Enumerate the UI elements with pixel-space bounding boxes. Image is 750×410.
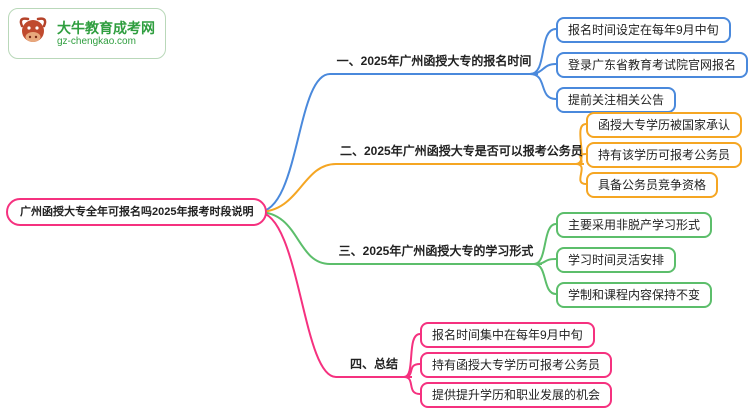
- branch2-child-node-3: 具备公务员竞争资格: [586, 172, 719, 198]
- branch4-label: 四、总结: [336, 355, 412, 378]
- branch1-child-node-3: 提前关注相关公告: [556, 87, 677, 113]
- branch4-child-node-1: 报名时间集中在每年9月中旬: [420, 322, 595, 348]
- branch3-child-node-3: 学制和课程内容保持不变: [556, 282, 713, 308]
- branch1-label: 一、2025年广州函授大专的报名时间: [330, 52, 538, 75]
- branch3-label: 三、2025年广州函授大专的学习形式: [330, 242, 542, 265]
- branch4-child-node-2: 持有函授大专学历可报考公务员: [420, 352, 613, 378]
- mindmap-root-node: 广州函授大专全年可报名吗2025年报考时段说明: [6, 198, 268, 226]
- connector-branch3-child3: [533, 263, 557, 295]
- branch2-label: 二、2025年广州函授大专是否可以报考公务员: [336, 142, 584, 165]
- site-domain: gz-chengkao.com: [57, 35, 136, 47]
- branch2-child-node-1: 函授大专学历被国家承认: [586, 112, 743, 138]
- connector-branch4-child3: [403, 376, 421, 395]
- connector-branch1-child3: [529, 73, 557, 100]
- site-name: 大牛教育成考网: [57, 19, 155, 36]
- connector-root-branch4: [257, 211, 337, 378]
- branch3-child-node-1: 主要采用非脱产学习形式: [556, 212, 713, 238]
- branch1-child-node-1: 报名时间设定在每年9月中旬: [556, 17, 731, 43]
- branch2-child-node-2: 持有该学历可报考公务员: [586, 142, 743, 168]
- site-logo: 大牛教育成考网 gz-chengkao.com: [8, 8, 166, 59]
- connector-branch2-child3: [575, 163, 587, 185]
- connector-root-branch2: [257, 163, 337, 213]
- connector-root-branch1: [257, 73, 331, 213]
- branch3-child-node-2: 学习时间灵活安排: [556, 247, 677, 273]
- bull-logo-icon: [15, 13, 51, 54]
- branch1-child-node-2: 登录广东省教育考试院官网报名: [556, 52, 749, 78]
- connector-root-branch3: [257, 211, 331, 265]
- branch4-child-node-3: 提供提升学历和职业发展的机会: [420, 382, 613, 408]
